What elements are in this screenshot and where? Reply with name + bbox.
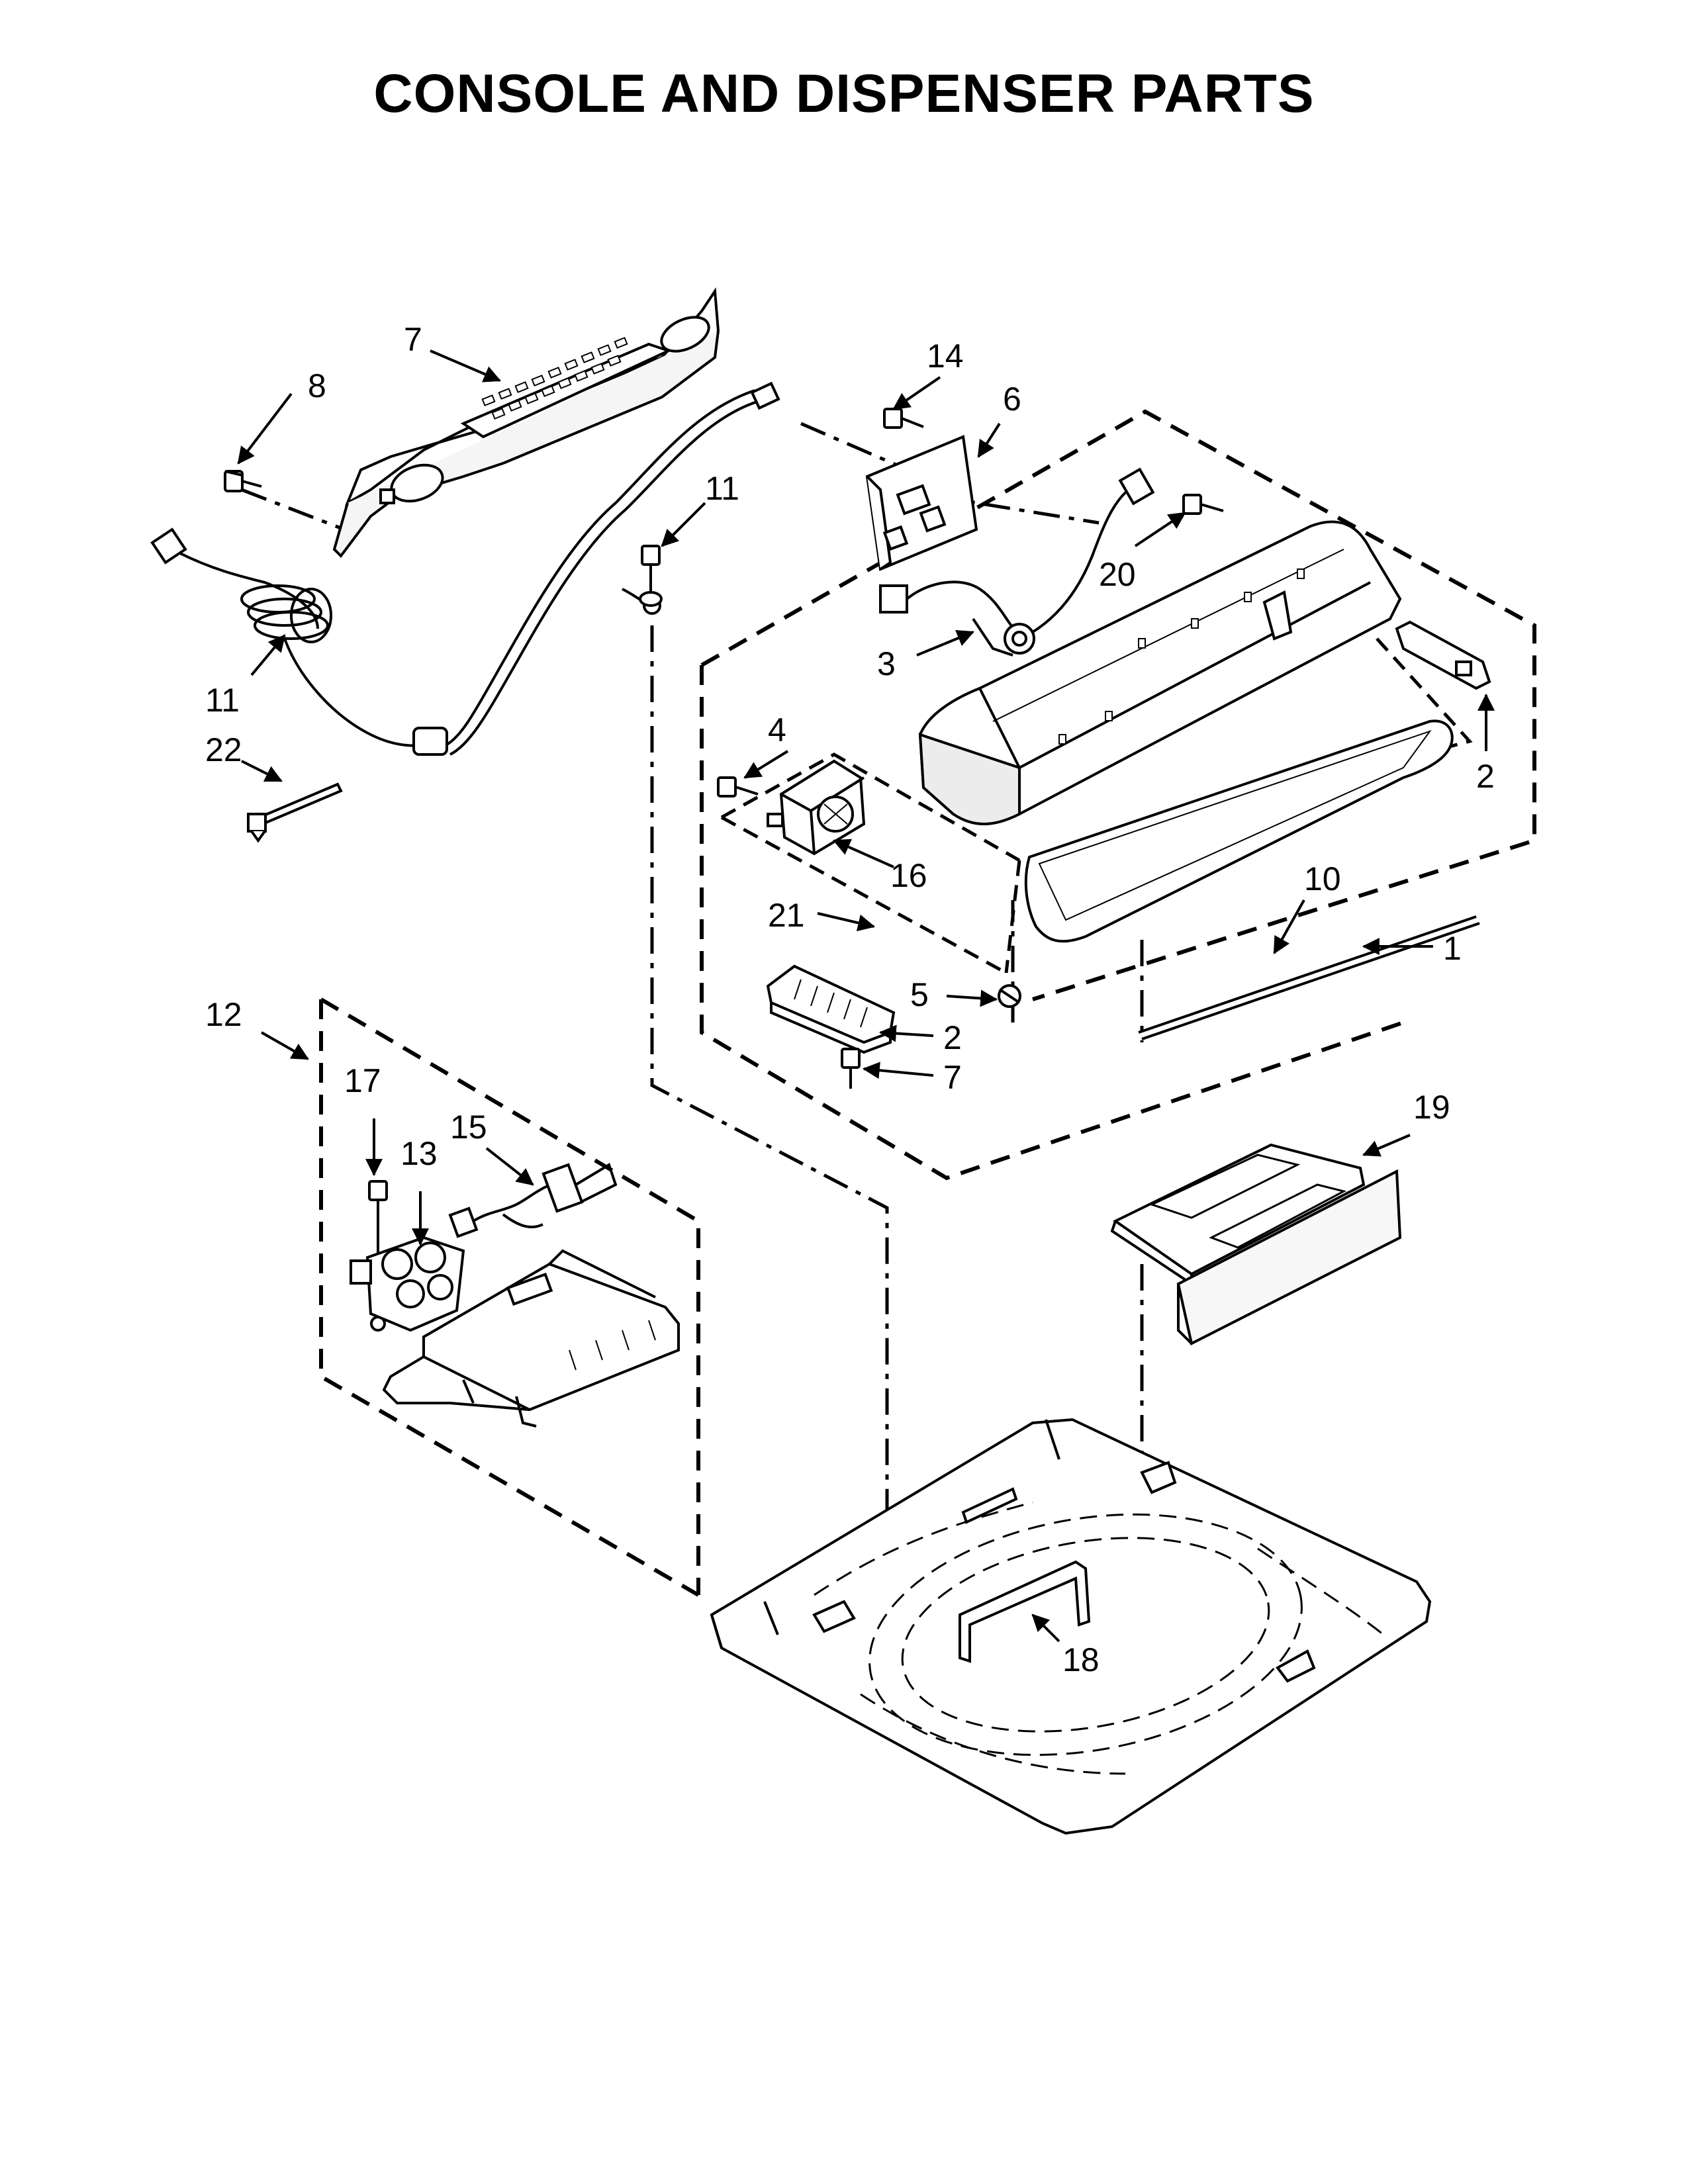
part-4-screw <box>718 778 758 796</box>
valve-board-outline <box>319 997 700 1597</box>
part-10-display-lens <box>1026 721 1479 1039</box>
callout-18: 17 <box>344 1062 381 1099</box>
callout-20: 19 <box>1413 1089 1450 1126</box>
part-6-control-board <box>867 437 976 569</box>
part-13-board-tray <box>384 1251 679 1426</box>
callout-16: 15 <box>450 1109 487 1146</box>
part-12-ground-screw <box>640 546 661 606</box>
part-9-screw <box>225 471 261 491</box>
part-23-cable-tie <box>248 784 341 841</box>
callout-11: 11 <box>205 682 240 719</box>
callout-10: 10 <box>1304 860 1341 897</box>
callout-15: 14 <box>927 338 964 375</box>
part-16-valve-harness <box>450 1165 616 1236</box>
callout-7: 7 <box>404 321 422 358</box>
callout-14: 13 <box>400 1135 438 1172</box>
part-8-screw <box>842 1049 859 1089</box>
callout-6: 6 <box>1003 381 1021 418</box>
part-2-hinge-bracket-right <box>1397 622 1489 688</box>
console-assembly-outline <box>700 409 1536 1181</box>
callout-8: 7 <box>943 1059 962 1096</box>
callout-5: 5 <box>910 976 929 1013</box>
callout-4: 4 <box>768 711 786 749</box>
part-5-clip <box>999 985 1020 1007</box>
callout-1: 1 <box>1443 930 1462 967</box>
part-19-bracket <box>960 1562 1089 1661</box>
part-20-dispenser-drawer <box>1112 1145 1400 1343</box>
part-1-console-body <box>920 522 1400 824</box>
callout-2-right: 2 <box>1476 758 1495 795</box>
part-15-screw <box>884 409 923 428</box>
callout-12: 11 <box>705 470 739 507</box>
part-21-screw <box>1184 495 1223 514</box>
callout-13: 12 <box>205 996 242 1033</box>
callout-2-lower: 2 <box>943 1019 962 1056</box>
callout-3: 3 <box>877 645 896 682</box>
callout-21: 20 <box>1099 556 1136 593</box>
callout-19: 18 <box>1062 1641 1100 1678</box>
part-3-wire-harness <box>880 469 1153 655</box>
callout-labels: 7 8 11 22 11 14 6 20 3 2 4 16 21 10 1 5 … <box>205 321 1495 1678</box>
part-11-power-cord-harness <box>152 383 778 754</box>
callout-17: 16 <box>890 857 927 894</box>
callout-22: 21 <box>768 897 805 934</box>
callout-9: 8 <box>308 367 326 404</box>
part-14-water-valve <box>351 1238 463 1330</box>
leader-lines <box>237 349 1495 1643</box>
callout-23: 22 <box>205 731 242 768</box>
washer-top-cover <box>712 1420 1430 1833</box>
page-title: CONSOLE AND DISPENSER PARTS <box>373 64 1315 124</box>
part-17-speaker-module <box>768 761 864 854</box>
part-2-hinge-bracket-lower <box>768 966 894 1052</box>
part-7-console-fascia <box>334 291 718 556</box>
